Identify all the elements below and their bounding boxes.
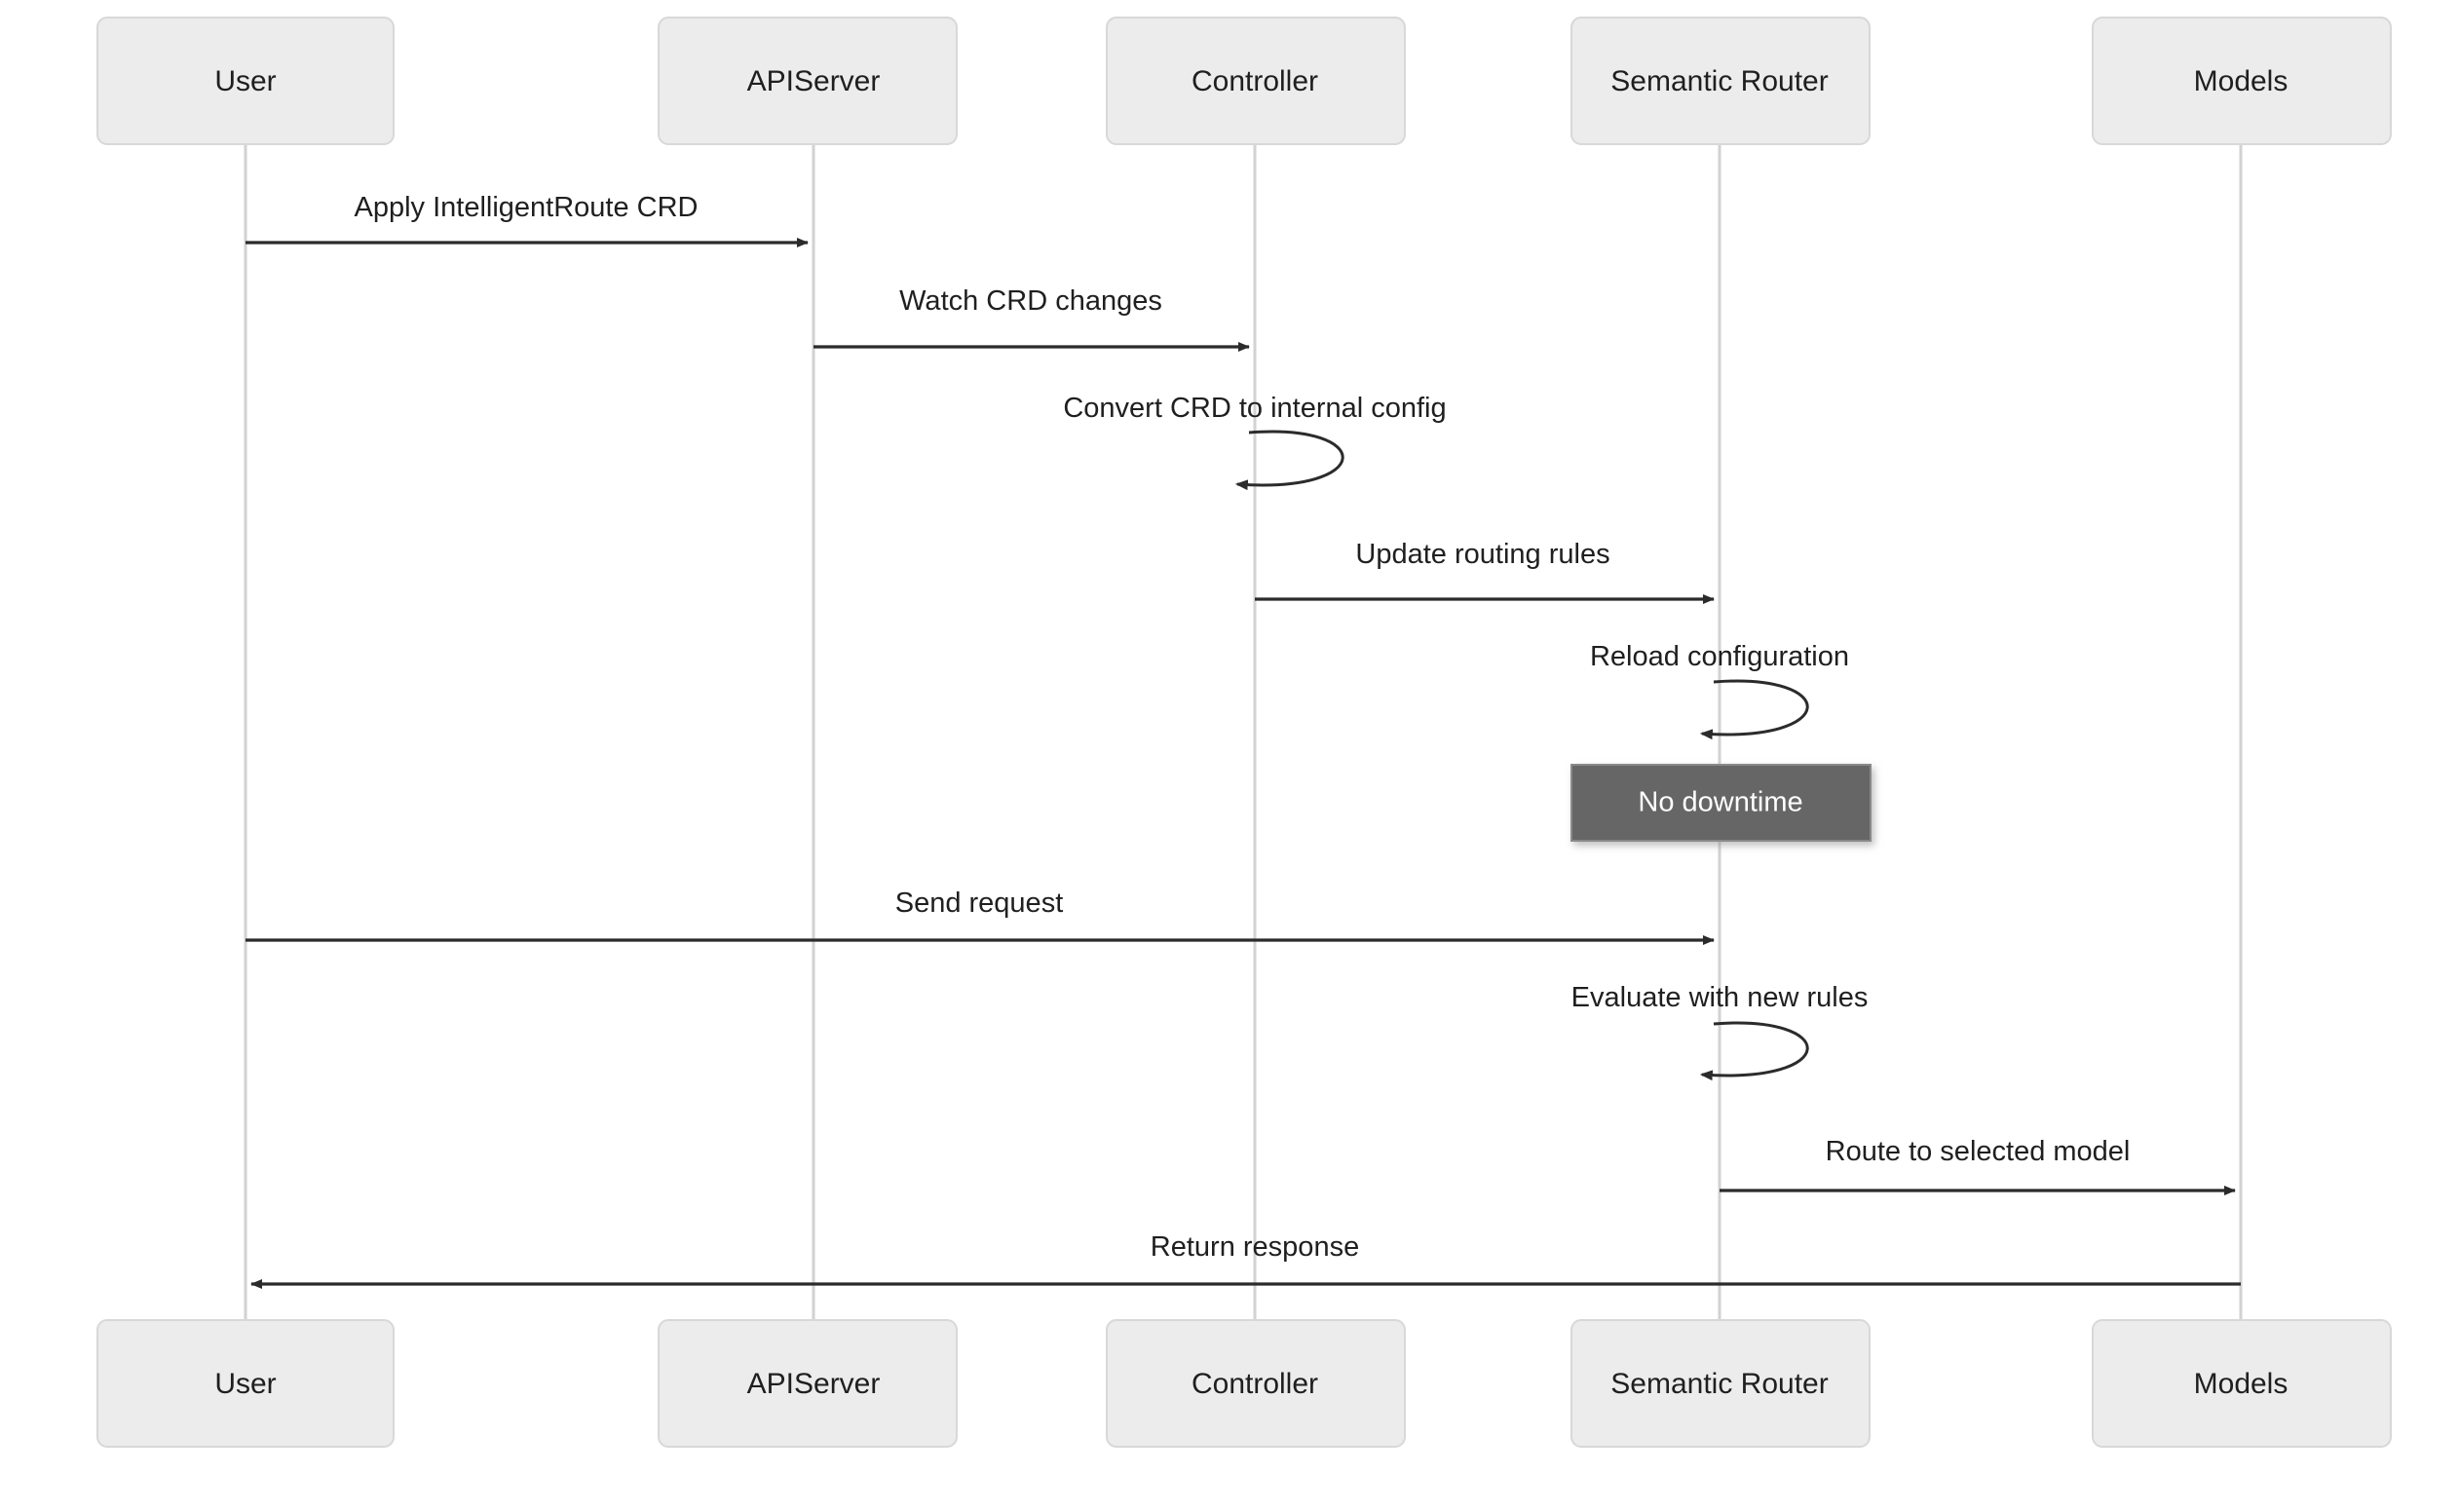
- note-n1[interactable]: No downtime: [1570, 764, 1872, 842]
- actor-controller-top[interactable]: Controller: [1106, 17, 1406, 145]
- actor-label-apiserver-top: APIServer: [747, 65, 881, 97]
- message-loop-m5: [1699, 679, 1809, 740]
- actor-label-user-top: User: [214, 65, 276, 97]
- message-m3[interactable]: Convert CRD to internal config: [1063, 393, 1447, 491]
- actor-box-models-top[interactable]: [2092, 17, 2392, 145]
- message-label-m4: Update routing rules: [1355, 539, 1609, 570]
- actor-label-controller-bottom: Controller: [1192, 1368, 1318, 1400]
- message-label-m2: Watch CRD changes: [899, 285, 1162, 317]
- actor-headers-bottom: User APIServer Controller Semantic Router Mo…: [96, 1319, 2392, 1448]
- message-m1[interactable]: Apply IntelligentRoute CRD: [246, 192, 809, 247]
- message-label-m7: Evaluate with new rules: [1571, 982, 1869, 1013]
- message-label-m3: Convert CRD to internal config: [1063, 393, 1446, 424]
- actor-user-bottom[interactable]: User: [96, 1319, 395, 1448]
- actor-box-apiserver-bottom[interactable]: [658, 1319, 958, 1448]
- message-m7[interactable]: Evaluate with new rules: [1571, 982, 1869, 1081]
- actor-box-router-top[interactable]: [1570, 17, 1871, 145]
- actor-apiserver-bottom[interactable]: APIServer: [658, 1319, 958, 1448]
- actor-label-models-bottom: Models: [2194, 1368, 2289, 1400]
- actor-label-user-bottom: User: [214, 1368, 276, 1400]
- messages-group: Apply IntelligentRoute CRD Watch CRD chan…: [246, 192, 2241, 1289]
- actor-box-controller-top[interactable]: [1106, 17, 1406, 145]
- message-loop-m3: [1234, 430, 1344, 491]
- message-m8[interactable]: Route to selected model: [1720, 1136, 2236, 1195]
- actor-headers-top: User APIServer Controller Semantic Router Mo…: [96, 17, 2392, 145]
- actor-label-router-top: Semantic Router: [1610, 65, 1828, 97]
- message-label-m9: Return response: [1151, 1231, 1359, 1263]
- message-label-m8: Route to selected model: [1826, 1136, 2131, 1167]
- actor-router-bottom[interactable]: Semantic Router: [1570, 1319, 1871, 1448]
- actor-label-router-bottom: Semantic Router: [1610, 1368, 1828, 1400]
- message-loop-m7: [1699, 1021, 1809, 1081]
- message-m4[interactable]: Update routing rules: [1255, 539, 1715, 604]
- actor-box-router-bottom[interactable]: [1570, 1319, 1871, 1448]
- actor-box-apiserver-top[interactable]: [658, 17, 958, 145]
- actor-label-models-top: Models: [2194, 65, 2289, 97]
- actor-box-user-top[interactable]: [96, 17, 395, 145]
- actor-label-apiserver-bottom: APIServer: [747, 1368, 881, 1400]
- actor-box-controller-bottom[interactable]: [1106, 1319, 1406, 1448]
- actor-controller-bottom[interactable]: Controller: [1106, 1319, 1406, 1448]
- message-m5[interactable]: Reload configuration: [1590, 641, 1849, 740]
- message-m9[interactable]: Return response: [250, 1231, 2241, 1289]
- actor-router-top[interactable]: Semantic Router: [1570, 17, 1871, 145]
- message-label-m5: Reload configuration: [1590, 641, 1849, 672]
- actor-label-controller-top: Controller: [1192, 65, 1318, 97]
- actor-box-user-bottom[interactable]: [96, 1319, 395, 1448]
- message-m6[interactable]: Send request: [246, 888, 1715, 945]
- actor-apiserver-top[interactable]: APIServer: [658, 17, 958, 145]
- lifelines-group: [244, 144, 2243, 1320]
- message-label-m6: Send request: [895, 888, 1064, 919]
- message-label-m1: Apply IntelligentRoute CRD: [354, 192, 698, 223]
- note-label-n1: No downtime: [1638, 787, 1802, 818]
- actor-box-models-bottom[interactable]: [2092, 1319, 2392, 1448]
- message-m2[interactable]: Watch CRD changes: [813, 285, 1250, 352]
- actor-models-top[interactable]: Models: [2092, 17, 2392, 145]
- notes-group: No downtime: [1570, 764, 1872, 842]
- note-box-n1[interactable]: [1570, 764, 1872, 842]
- actor-models-bottom[interactable]: Models: [2092, 1319, 2392, 1448]
- actor-user-top[interactable]: User: [96, 17, 395, 145]
